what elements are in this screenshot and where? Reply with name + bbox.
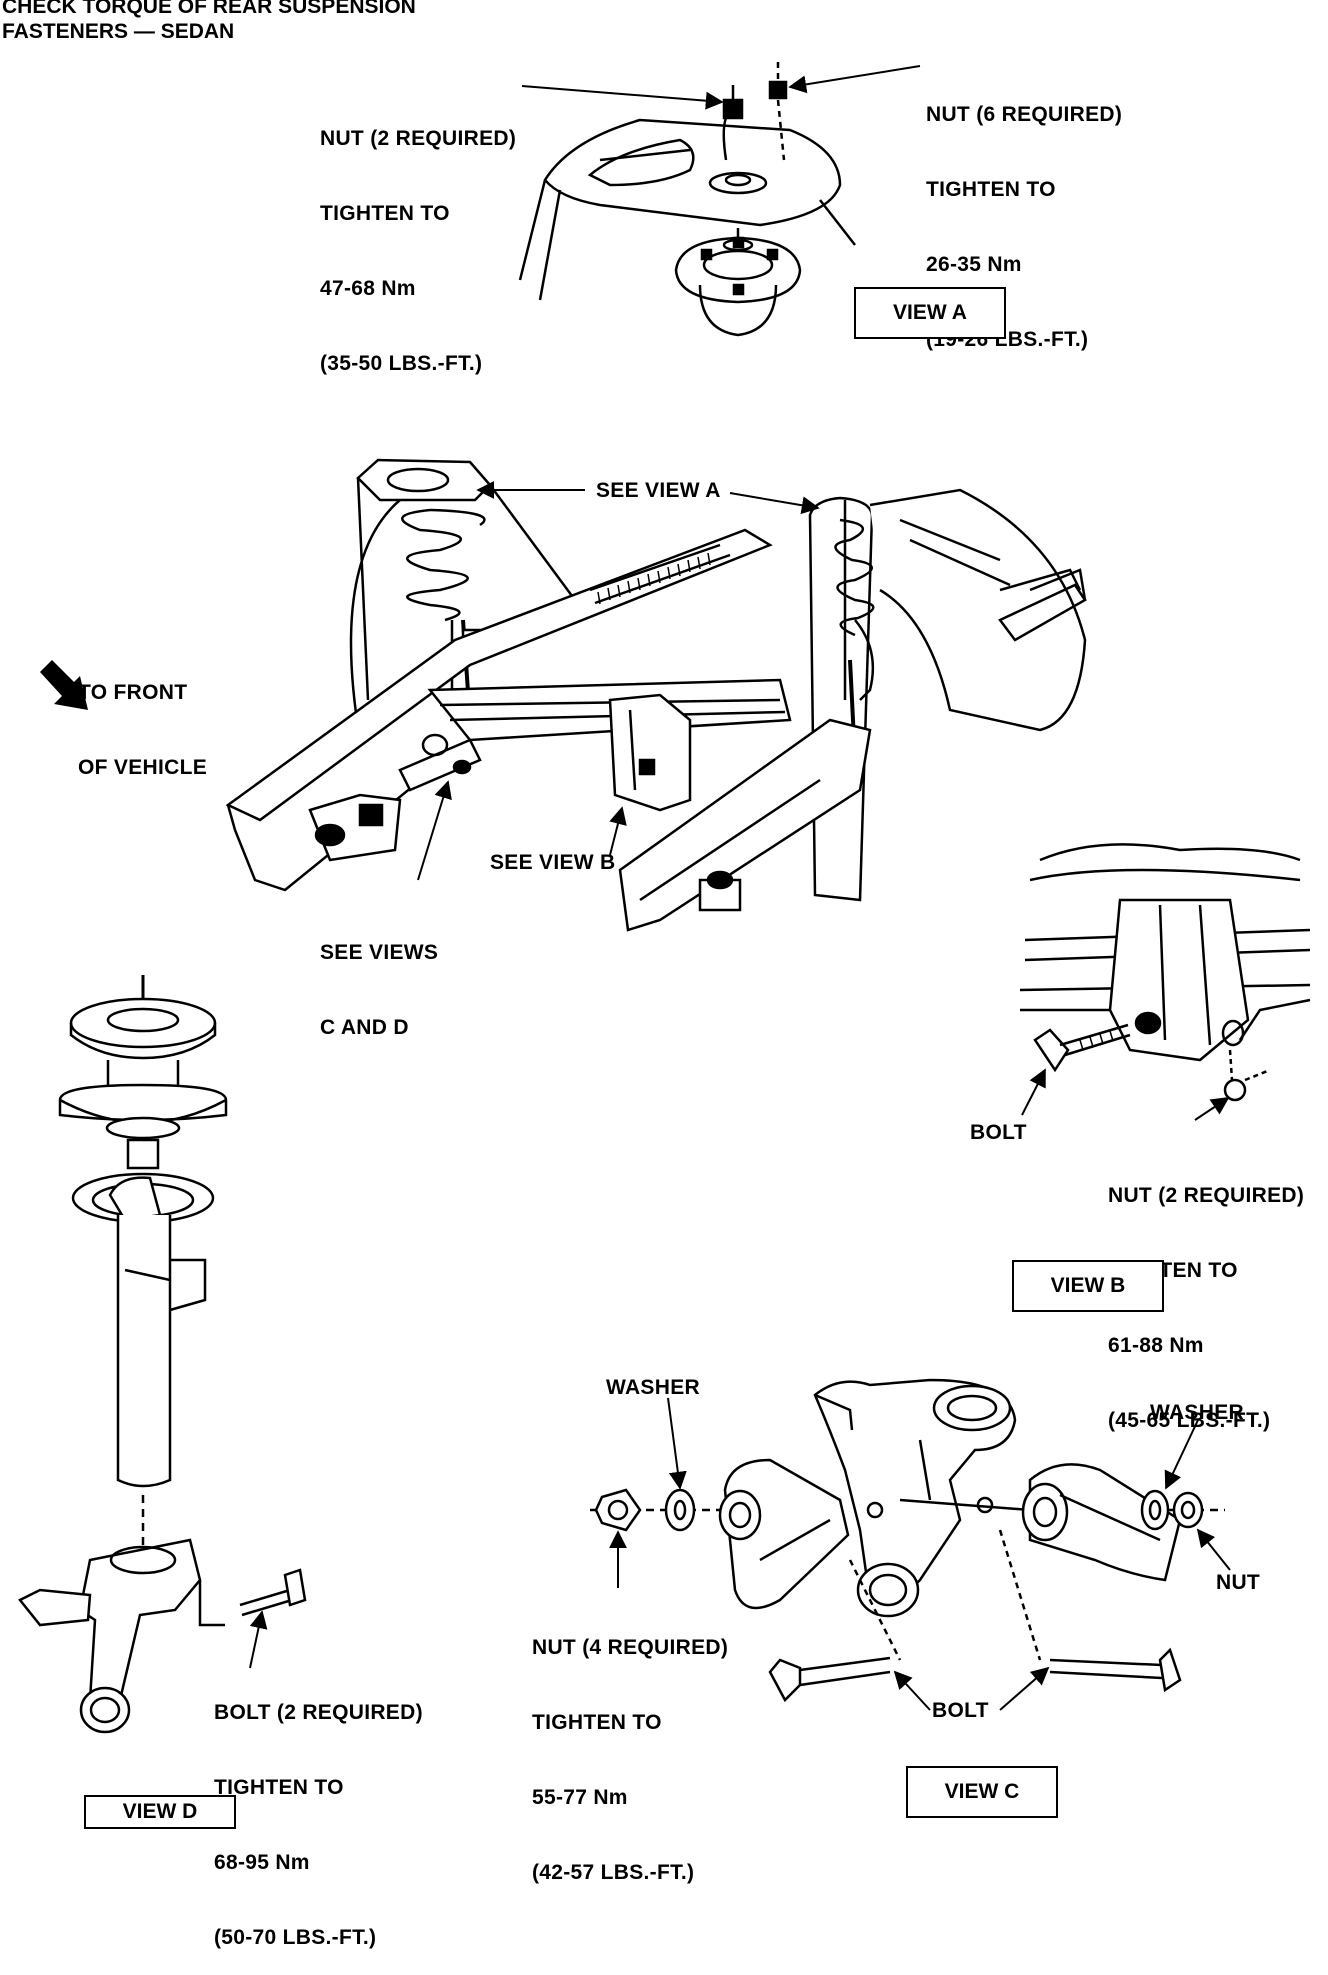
view-c-washer-right-label: WASHER — [1150, 1401, 1244, 1424]
title-line-1: CHECK TORQUE OF REAR SUSPENSION — [2, 0, 416, 18]
callout-line: TIGHTEN TO — [320, 202, 450, 225]
title-line-2: FASTENERS — SEDAN — [2, 20, 235, 43]
page-title: CHECK TORQUE OF REAR SUSPENSION FASTENER… — [2, 0, 416, 44]
callout-line: (45-65 LBS.-FT.) — [1108, 1409, 1271, 1432]
callout-line: SEE VIEWS — [320, 941, 439, 964]
callout-line: C AND D — [320, 1016, 409, 1039]
callout-line: 61-88 Nm — [1108, 1334, 1204, 1357]
view-a-label-box: VIEW A — [854, 287, 1006, 339]
see-view-a-callout: SEE VIEW A — [596, 479, 721, 502]
callout-line: 47-68 Nm — [320, 277, 416, 300]
see-views-c-d-callout: SEE VIEWS C AND D — [320, 890, 438, 1065]
callout-line: 26-35 Nm — [926, 253, 1022, 276]
view-a-nut-right-callout: NUT (6 REQUIRED) TIGHTEN TO 26-35 Nm (19… — [926, 52, 1122, 377]
callout-line: (42-57 LBS.-FT.) — [532, 1861, 695, 1884]
view-c-nut-callout: NUT (4 REQUIRED) TIGHTEN TO 55-77 Nm (42… — [532, 1585, 728, 1910]
callout-line: 68-95 Nm — [214, 1851, 310, 1874]
view-c-bolt-label: BOLT — [932, 1699, 989, 1722]
view-c-drawing — [590, 1378, 1225, 1703]
view-d-drawing — [18, 975, 307, 1734]
view-c-washer-left-label: WASHER — [606, 1376, 700, 1399]
callout-line: NUT (2 REQUIRED) — [320, 127, 517, 150]
callout-line: TO FRONT — [78, 681, 188, 704]
callout-line: NUT (4 REQUIRED) — [532, 1636, 729, 1659]
see-view-b-callout: SEE VIEW B — [490, 851, 616, 874]
callout-line: NUT (6 REQUIRED) — [926, 103, 1123, 126]
view-d-bolt-callout: BOLT (2 REQUIRED) TIGHTEN TO 68-95 Nm (5… — [214, 1650, 423, 1975]
callout-line: NUT (2 REQUIRED) — [1108, 1184, 1305, 1207]
view-a-drawing — [518, 62, 856, 337]
view-a-nut-left-callout: NUT (2 REQUIRED) TIGHTEN TO 47-68 Nm (35… — [320, 76, 516, 401]
callout-line: TIGHTEN TO — [532, 1711, 662, 1734]
front-direction-arrow — [40, 660, 88, 710]
callout-line: (35-50 LBS.-FT.) — [320, 352, 483, 375]
callout-line: 55-77 Nm — [532, 1786, 628, 1809]
callout-line: TIGHTEN TO — [926, 178, 1056, 201]
view-d-label-box: VIEW D — [84, 1795, 236, 1829]
callout-line: TIGHTEN TO — [214, 1776, 344, 1799]
view-b-bolt-label: BOLT — [970, 1121, 1027, 1144]
view-c-label-box: VIEW C — [906, 1766, 1058, 1818]
overview-drawing — [225, 458, 1087, 932]
view-c-nut-label: NUT — [1216, 1571, 1261, 1594]
callout-line: BOLT (2 REQUIRED) — [214, 1701, 423, 1724]
view-b-drawing — [1019, 843, 1311, 1102]
callout-line: (50-70 LBS.-FT.) — [214, 1926, 377, 1949]
view-b-label-box: VIEW B — [1012, 1260, 1164, 1312]
to-front-of-vehicle-label: TO FRONT OF VEHICLE — [78, 630, 207, 805]
suspension-diagram — [18, 62, 1311, 1734]
callout-line: OF VEHICLE — [78, 756, 208, 779]
